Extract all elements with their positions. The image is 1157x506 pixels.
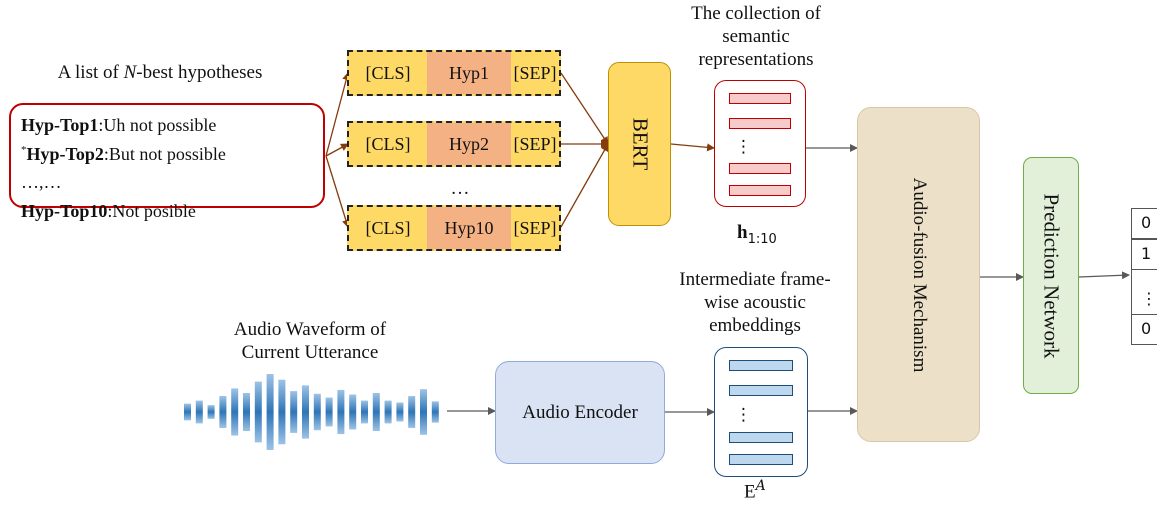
input-sequence-1: [CLS] Hyp1 [SEP] <box>347 50 561 96</box>
waveform-bar <box>290 391 298 433</box>
sequence-ellipsis: … <box>450 178 470 199</box>
arrow-seq10-to-bert <box>560 143 609 228</box>
waveform-bar <box>207 405 215 419</box>
waveform-bar <box>349 394 357 430</box>
waveform-bar <box>195 400 203 424</box>
output-cell: ⋮ <box>1131 286 1157 314</box>
waveform-bar <box>266 374 274 450</box>
acoustic-vector <box>729 385 793 396</box>
acoustic-vector <box>729 454 793 465</box>
arrow-prediction-to-output <box>1078 271 1130 280</box>
semantic-caption: The collection of semantic representatio… <box>691 3 821 70</box>
semantic-vector <box>729 118 791 129</box>
waveform-bar <box>325 397 333 427</box>
arrow-hyp-to-seq10 <box>325 155 350 228</box>
output-cell: 0 <box>1131 208 1157 239</box>
input-sequence-10: [CLS] Hyp10 [SEP] <box>347 205 561 251</box>
waveform-bar <box>361 400 368 424</box>
arrow-hyp-to-seq1 <box>325 72 351 157</box>
waveform-bar <box>254 381 262 443</box>
waveform-bar <box>396 402 404 422</box>
bert-label: BERT <box>628 117 652 171</box>
audio-encoder-label: Audio Encoder <box>522 401 638 423</box>
audio-fusion-label: Audio-fusion Mechanism <box>908 177 930 372</box>
semantic-representation-stack: ⋮ <box>714 80 806 207</box>
arrow-hyp-to-seq2 <box>325 143 349 157</box>
output-cell: 0 <box>1131 314 1157 345</box>
output-cell: 1 <box>1131 239 1157 270</box>
nbest-hypothesis-list: Hyp-Top1:Uh not possible *Hyp-Top2:But n… <box>9 103 325 221</box>
acoustic-vector <box>729 432 793 443</box>
hypothesis-item: Hyp-Top1:Uh not possible <box>21 115 217 135</box>
waveform-bar <box>278 379 286 445</box>
audio-fusion-block: Audio-fusion Mechanism <box>857 107 980 442</box>
waveform-bar <box>372 393 380 431</box>
nbest-caption: A list of N-best hypotheses <box>57 62 263 83</box>
input-sequence-2: [CLS] Hyp2 [SEP] <box>347 121 561 167</box>
intermediate-caption: Intermediate frame- wise acoustic embedd… <box>679 269 831 336</box>
arrow-bert-to-semantic <box>670 143 715 152</box>
acoustic-ellipsis: ⋮ <box>735 405 752 425</box>
semantic-vector <box>729 185 791 196</box>
bert-block: BERT <box>608 62 671 226</box>
hypothesis-item: …,… <box>21 172 62 192</box>
sep-token: [SEP] <box>513 217 557 238</box>
acoustic-vector <box>729 360 793 371</box>
arrow-seq1-to-bert <box>560 72 609 145</box>
cls-token: [CLS] <box>365 133 411 154</box>
semantic-ellipsis: ⋮ <box>735 137 752 157</box>
prediction-network-block: Prediction Network <box>1023 157 1079 394</box>
semantic-vector <box>729 163 791 174</box>
cls-token: [CLS] <box>365 62 411 83</box>
waveform-bar <box>384 400 392 424</box>
waveform-bar <box>420 389 427 435</box>
sep-token: [SEP] <box>513 62 557 83</box>
hypothesis-item: Hyp-Top10:Not posible <box>21 200 196 221</box>
waveform-bar <box>313 393 321 431</box>
output-cell-divider <box>1131 270 1157 286</box>
acoustic-embedding-stack: ⋮ <box>714 347 808 477</box>
cls-token: [CLS] <box>365 217 411 238</box>
audio-waveform <box>184 374 439 450</box>
waveform-bar <box>243 393 250 431</box>
waveform-bar <box>337 389 345 435</box>
semantic-stack-label: h1:10 <box>737 222 777 247</box>
audio-encoder-block: Audio Encoder <box>495 361 665 464</box>
prediction-network-label: Prediction Network <box>1039 192 1064 359</box>
hypothesis-item: *Hyp-Top2:But not possible <box>21 143 226 164</box>
waveform-bar <box>184 403 191 421</box>
waveform-bar <box>408 396 416 428</box>
sep-token: [SEP] <box>513 133 557 154</box>
hypothesis-token: Hyp2 <box>427 123 511 165</box>
acoustic-stack-label: EA <box>744 478 766 503</box>
audio-caption: Audio Waveform of Current Utterance <box>233 319 387 363</box>
waveform-bar <box>302 385 309 439</box>
semantic-vector <box>729 93 791 104</box>
hypothesis-token: Hyp1 <box>427 52 511 94</box>
hypothesis-token: Hyp10 <box>427 207 511 249</box>
waveform-bar <box>431 401 439 423</box>
waveform-bar <box>231 388 239 436</box>
waveform-bar <box>219 396 227 428</box>
